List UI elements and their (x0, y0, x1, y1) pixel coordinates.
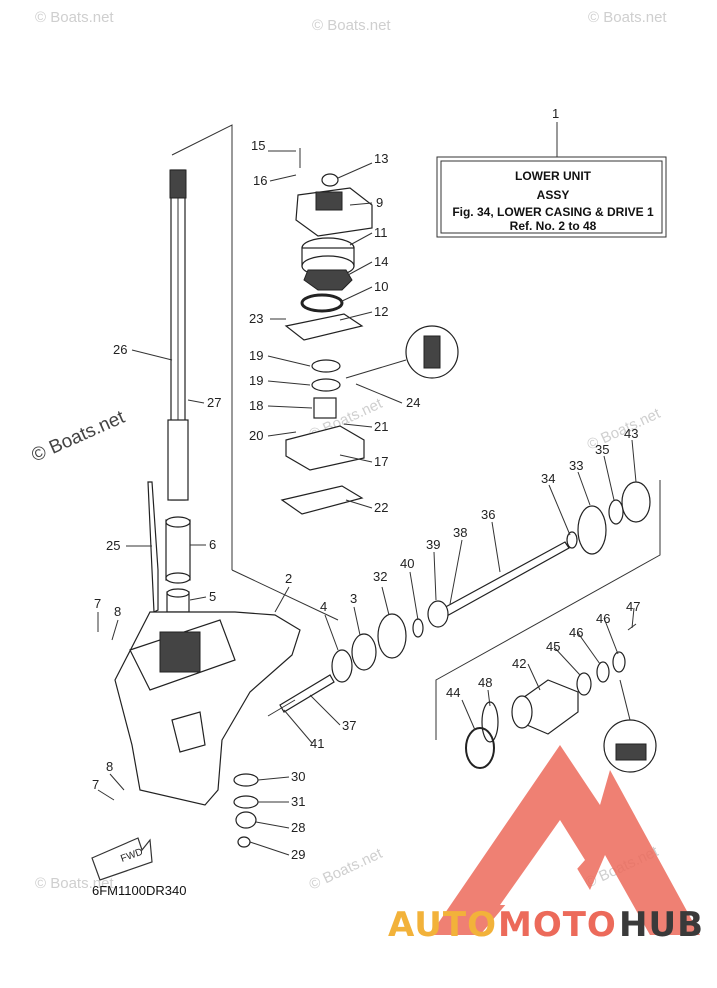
callout-32: 32 (373, 569, 387, 584)
automotohub-logo: AUTO MOTO HUB (388, 745, 704, 945)
logo-text-moto: MOTO (498, 905, 617, 945)
logo-text-auto: AUTO (388, 905, 497, 945)
callout-44: 44 (446, 685, 460, 700)
callout-28: 28 (291, 820, 305, 835)
watermark: © Boats.net (35, 875, 114, 892)
box-line-3: Fig. 34, LOWER CASING & DRIVE 1 (452, 205, 654, 219)
callout-8: 8 (106, 759, 113, 774)
callout-1: 1 (552, 106, 559, 121)
callout-34: 34 (541, 471, 555, 486)
callout-39: 39 (426, 537, 440, 552)
callout-33: 33 (569, 458, 583, 473)
leader-lines (97, 150, 637, 856)
water-pump-parts (280, 148, 373, 515)
callout-14: 14 (374, 254, 388, 269)
callout-4: 4 (320, 599, 327, 614)
callout-17: 17 (374, 454, 388, 469)
box-line-1: LOWER UNIT (515, 169, 592, 183)
callout-35: 35 (595, 442, 609, 457)
callout-7: 7 (94, 596, 101, 611)
callout-6: 6 (209, 537, 216, 552)
callout-26: 26 (113, 342, 127, 357)
watermark: © Boats.net (588, 9, 667, 26)
lower-casing (114, 611, 301, 806)
callout-42: 42 (512, 656, 526, 671)
callout-21: 21 (374, 419, 388, 434)
callout-12: 12 (374, 304, 388, 319)
callout-23: 23 (249, 311, 263, 326)
box-line-2: ASSY (537, 188, 570, 202)
callout-37: 37 (342, 718, 356, 733)
callout-8: 8 (114, 604, 121, 619)
callout-29: 29 (291, 847, 305, 862)
watermark: © Boats.net (35, 9, 114, 26)
callout-16: 16 (253, 173, 267, 188)
callout-10: 10 (374, 279, 388, 294)
callout-20: 20 (249, 428, 263, 443)
callout-47: 47 (626, 599, 640, 614)
watermark-large: © Boats.net (28, 407, 128, 467)
water-pipe (147, 481, 159, 613)
callout-7: 7 (92, 777, 99, 792)
callout-27: 27 (207, 395, 221, 410)
callout-48: 48 (478, 675, 492, 690)
callout-30: 30 (291, 769, 305, 784)
callout-40: 40 (400, 556, 414, 571)
callout-46: 46 (569, 625, 583, 640)
info-box: 1 LOWER UNIT ASSY Fig. 34, LOWER CASING … (436, 106, 667, 238)
box-line-4: Ref. No. 2 to 48 (510, 219, 597, 233)
watermark: © Boats.net (312, 17, 391, 34)
detail-callouts (345, 325, 657, 773)
bearing-housing (465, 623, 637, 769)
callout-9: 9 (376, 195, 383, 210)
callout-24: 24 (406, 395, 420, 410)
callout-labels: 2 3 4 5 6 7 7 8 8 9 10 11 12 13 14 15 16… (92, 138, 640, 862)
propeller-shaft (233, 481, 651, 848)
callout-46: 46 (596, 611, 610, 626)
callout-45: 45 (546, 639, 560, 654)
callout-18: 18 (249, 398, 263, 413)
callout-13: 13 (374, 151, 388, 166)
callout-36: 36 (481, 507, 495, 522)
diagram-code: 6FM1100DR340 (92, 883, 186, 898)
callout-2: 2 (285, 571, 292, 586)
callout-41: 41 (310, 736, 324, 751)
callout-43: 43 (624, 426, 638, 441)
callout-31: 31 (291, 794, 305, 809)
shaft-sleeve (165, 516, 191, 613)
callout-25: 25 (106, 538, 120, 553)
callout-11: 11 (374, 225, 388, 240)
callout-5: 5 (209, 589, 216, 604)
callout-15: 15 (251, 138, 265, 153)
callout-19: 19 (249, 348, 263, 363)
logo-text-hub: HUB (619, 905, 704, 945)
fwd-arrow: FWD (91, 837, 153, 881)
callout-38: 38 (453, 525, 467, 540)
watermark: © Boats.net (307, 845, 386, 894)
callout-19: 19 (249, 373, 263, 388)
callout-22: 22 (374, 500, 388, 515)
drive-shaft (167, 169, 189, 501)
callout-3: 3 (350, 591, 357, 606)
